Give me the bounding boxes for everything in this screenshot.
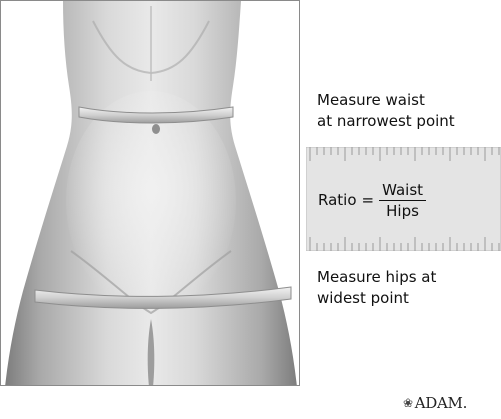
ratio-numerator: Waist (379, 180, 426, 201)
torso-svg (1, 1, 300, 386)
abdomen-highlight (66, 91, 236, 311)
hips-label-line-2: widest point (317, 288, 497, 309)
ratio-prefix: Ratio (318, 191, 357, 209)
ratio-equals: = (362, 191, 375, 209)
logo-flower-icon: ❀ (403, 396, 413, 410)
ratio-denominator: Hips (383, 201, 422, 221)
adam-logo: ❀ ADAM. (403, 392, 467, 414)
waist-label: Measure waist at narrowest point (317, 90, 497, 132)
ratio-fraction: Waist Hips (379, 180, 426, 221)
hips-label-line-1: Measure hips at (317, 267, 497, 288)
waist-label-line-2: at narrowest point (317, 111, 497, 132)
waist-label-line-1: Measure waist (317, 90, 497, 111)
torso-illustration (0, 0, 300, 386)
hips-label: Measure hips at widest point (317, 267, 497, 309)
logo-text: ADAM. (415, 394, 467, 412)
ratio-formula: Ratio = Waist Hips (318, 176, 426, 224)
navel (152, 124, 160, 134)
